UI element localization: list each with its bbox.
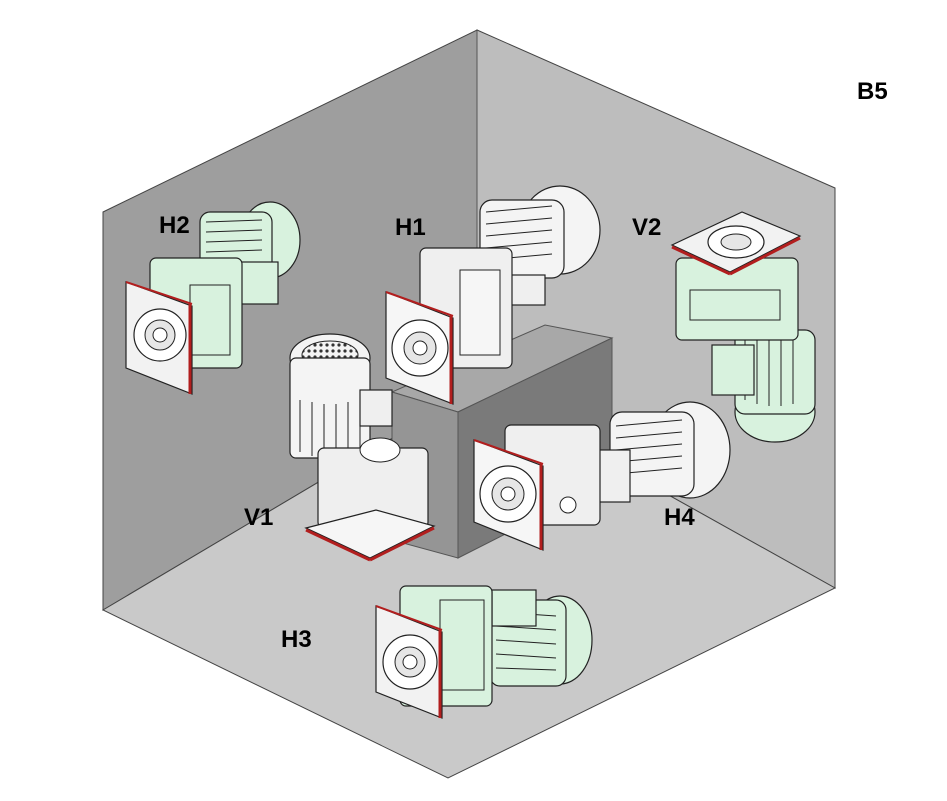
gearmotor-v1: [289, 333, 436, 562]
position-label-v2: V2: [632, 214, 662, 241]
position-label-h4: H4: [664, 504, 695, 531]
position-label-h1: H1: [395, 214, 426, 241]
gearmotor-v2: [670, 211, 816, 443]
position-label-h3: H3: [281, 626, 312, 653]
position-label-v1: V1: [244, 504, 274, 531]
gearmotor-h4: [473, 401, 731, 551]
figure-label-b5: B5: [857, 78, 888, 105]
position-label-h2: H2: [159, 212, 190, 239]
gearmotor-h3: [375, 585, 593, 719]
gearmotor-h1: [385, 185, 601, 405]
gearmotor-h2: [125, 201, 301, 395]
